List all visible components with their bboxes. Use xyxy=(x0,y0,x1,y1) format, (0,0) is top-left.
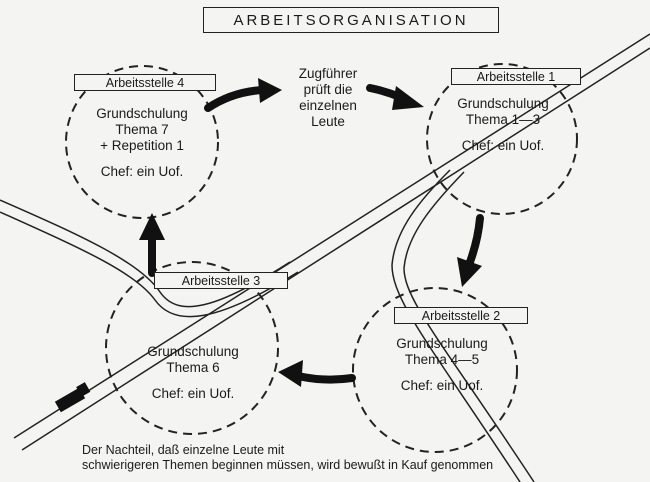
station-3-label: Arbeitsstelle 3 xyxy=(154,272,288,289)
station-1-circle xyxy=(426,63,578,215)
station-4-line: Grundschulung xyxy=(96,106,188,121)
station-2-content: Grundschulung Thema 4—5 Chef: ein Uof. xyxy=(374,336,510,394)
arrow-4-to-1-a xyxy=(204,86,266,112)
transition-note: Zugführer prüft die einzelnen Leute xyxy=(278,66,378,130)
side-road-edge xyxy=(0,211,299,318)
vehicle-body xyxy=(54,387,86,413)
station-3-content: Grundschulung Thema 6 Chef: ein Uof. xyxy=(118,344,268,402)
station-2-line: Grundschulung xyxy=(396,336,488,351)
vehicle-cab xyxy=(76,382,91,397)
arrowhead-4-to-1 xyxy=(258,78,282,103)
station-4-line: + Repetition 1 xyxy=(100,138,184,153)
footnote: Der Nachteil, daß einzelne Leute mit sch… xyxy=(82,443,642,473)
transition-note-line: einzelnen xyxy=(299,98,357,113)
footnote-line: Der Nachteil, daß einzelne Leute mit xyxy=(82,443,285,457)
station-4-chief: Chef: ein Uof. xyxy=(100,164,184,179)
arrowhead-to-1 xyxy=(392,86,424,110)
vehicle-icon xyxy=(54,382,91,413)
main-road-edge xyxy=(13,33,650,439)
diagram-title: ARBEITSORGANISATION xyxy=(203,7,499,33)
branch-road-edge xyxy=(403,171,535,482)
road-network xyxy=(0,33,650,482)
station-3-chief: Chef: ein Uof. xyxy=(151,386,235,401)
station-2-chief: Chef: ein Uof. xyxy=(400,378,484,393)
arrow-heads xyxy=(139,78,482,387)
station-4-circle xyxy=(65,65,219,219)
transition-note-line: prüft die xyxy=(303,82,353,97)
station-1-line: Grundschulung xyxy=(457,96,549,111)
arrow-2-to-3 xyxy=(294,372,356,384)
transition-note-line: Leute xyxy=(311,114,345,129)
side-road-edge xyxy=(0,199,291,308)
station-4-label: Arbeitsstelle 4 xyxy=(74,74,216,91)
station-2-line: Thema 4—5 xyxy=(404,352,480,367)
station-1-content: Grundschulung Thema 1—3 Chef: ein Uof. xyxy=(428,96,578,154)
station-4-line: Thema 7 xyxy=(115,122,169,137)
transition-note-line: Zugführer xyxy=(298,66,358,81)
station-2-label: Arbeitsstelle 2 xyxy=(394,307,528,324)
branch-road-edge xyxy=(391,169,521,482)
arrow-1-to-2 xyxy=(466,214,484,266)
station-3-line: Thema 6 xyxy=(166,360,220,375)
arrowhead-1-to-2 xyxy=(457,257,482,287)
main-road-edge xyxy=(21,47,650,451)
station-1-chief: Chef: ein Uof. xyxy=(461,138,545,153)
station-1-line: Thema 1—3 xyxy=(465,112,541,127)
arrowhead-3-to-4 xyxy=(139,213,165,240)
station-2-circle xyxy=(352,287,518,453)
station-3-circle xyxy=(105,261,279,435)
station-3-line: Grundschulung xyxy=(147,344,239,359)
arrowhead-2-to-3 xyxy=(278,360,303,387)
station-1-label: Arbeitsstelle 1 xyxy=(451,68,581,85)
station-4-content: Grundschulung Thema 7 + Repetition 1 Che… xyxy=(62,106,222,180)
footnote-line: schwierigeren Themen beginnen müssen, wi… xyxy=(82,458,494,472)
station-circles xyxy=(65,63,578,453)
